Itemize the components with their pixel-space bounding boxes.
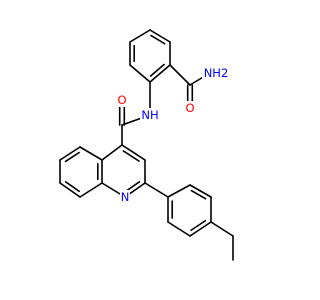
quinoline-nitrogen-label-text: N (121, 190, 130, 204)
carbamoyl-oxygen-label-text: O (185, 101, 194, 115)
double-b6-b1 (149, 63, 165, 77)
double-c7-c8 (64, 180, 81, 193)
amide-nh-label: NH (140, 108, 160, 122)
benzamide-ring (129, 29, 171, 83)
bond-b3-b4 (129, 29, 151, 43)
bond-b4-b5 (149, 29, 171, 43)
carbamoyl-oxygen-label: O (185, 101, 195, 115)
quinoline-nitrogen-label: N (120, 190, 130, 204)
bond-c8-c8a (79, 182, 103, 198)
double-p2-p3 (190, 189, 207, 200)
quinoline-nitrogen-label-backdrop (120, 190, 130, 204)
carbamoyl-nh2-label-backdrop (202, 66, 230, 80)
double-b4-b5 (150, 34, 166, 45)
bond-c7-c8 (59, 182, 81, 198)
double-p4-p5 (190, 219, 207, 232)
double-c5-c6 (64, 151, 80, 163)
bond-c4-c3 (121, 144, 146, 161)
bond-p5-p6 (167, 221, 191, 237)
bond-ring-ch2 (210, 221, 234, 237)
bond-p1-p2 (167, 184, 191, 198)
amide-oxygen-label-backdrop (117, 93, 127, 107)
amide-nh-label-text: NH (141, 108, 158, 122)
bond-p2-p3 (189, 184, 212, 198)
bond-c5-c6 (59, 146, 81, 161)
quinoline-benzo-ring (59, 146, 103, 198)
bond-c4a-c4 (101, 144, 123, 161)
ethylphenyl-ring (144, 182, 212, 237)
carbamoyl-nh2-label-text: NH2 (204, 66, 229, 80)
bond-b1-b2 (129, 64, 151, 83)
carbamoyl-nh2-label: NH2 (202, 66, 230, 80)
amide-oxygen-label: O (117, 93, 127, 107)
bond-p4-p5 (189, 221, 212, 237)
bond-ring-carbonyl (169, 64, 191, 86)
amide-oxygen-label-text: O (117, 93, 126, 107)
bond-quinoline-phenyl (144, 182, 169, 198)
double-c2-n1 (124, 180, 141, 193)
carbamoyl-oxygen-label-backdrop (185, 101, 195, 115)
bond-c4a-c5 (79, 146, 103, 161)
double-c4-c3 (122, 150, 140, 162)
ethyl-chain (210, 221, 234, 261)
bond-b6-b1 (149, 64, 171, 83)
amide-nh-label-backdrop (140, 108, 160, 122)
